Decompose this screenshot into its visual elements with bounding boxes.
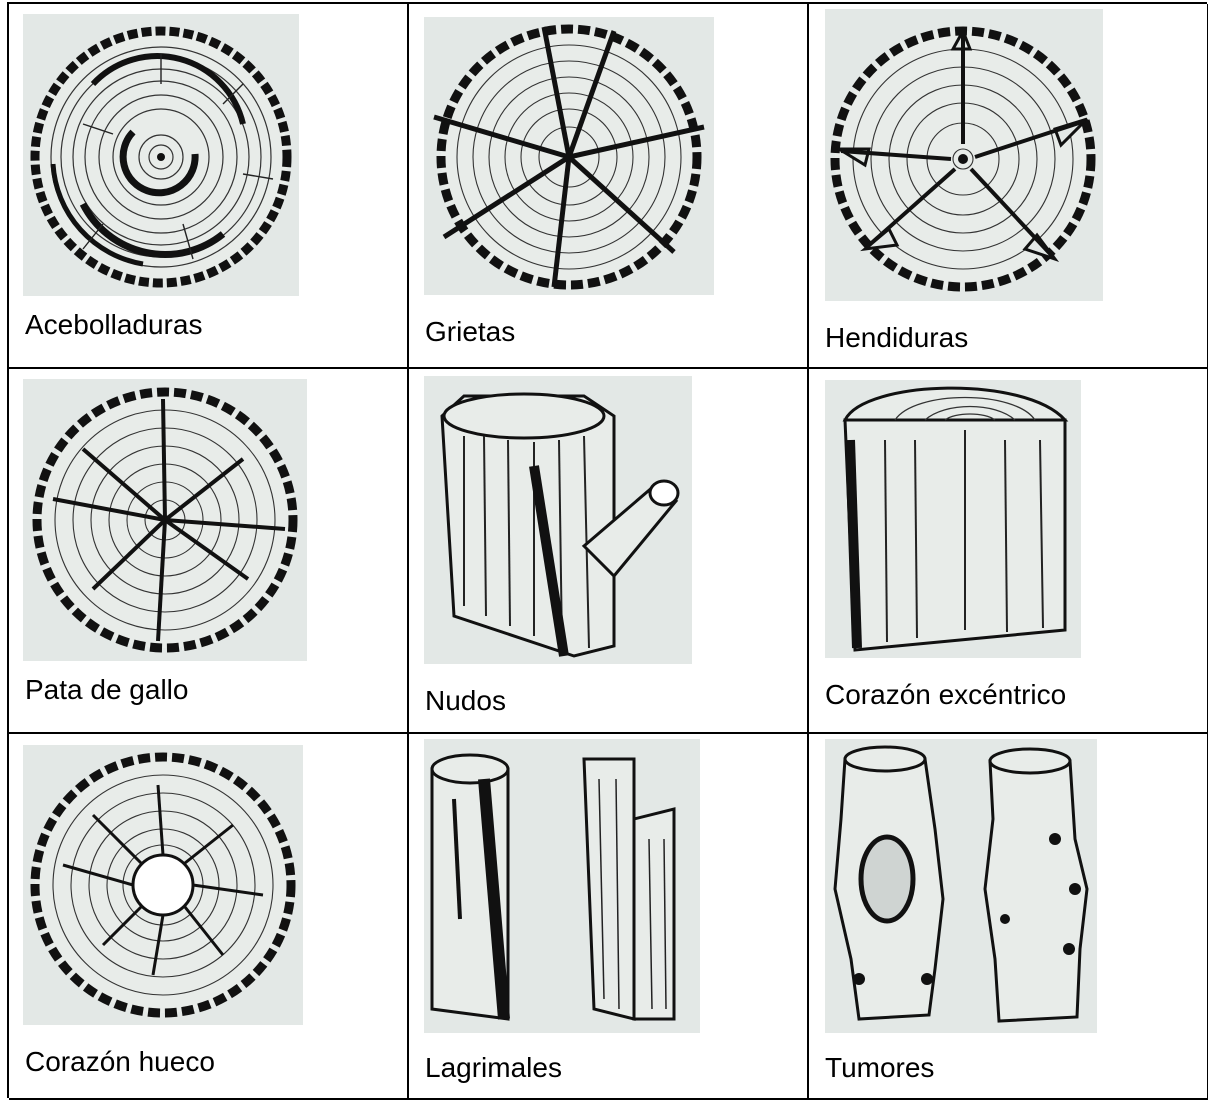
eccentric-heart-drawing bbox=[825, 380, 1081, 658]
table-cell-hendiduras: Hendiduras bbox=[809, 4, 1208, 369]
resin-streaks-drawing bbox=[424, 739, 700, 1033]
knot-drawing bbox=[424, 376, 692, 664]
cell-label: Tumores bbox=[825, 1052, 934, 1084]
cell-label: Nudos bbox=[425, 685, 506, 717]
hollow-heart-drawing bbox=[23, 745, 303, 1025]
cell-label: Lagrimales bbox=[425, 1052, 562, 1084]
burls-drawing bbox=[825, 739, 1097, 1033]
cell-label: Acebolladuras bbox=[25, 309, 202, 341]
cracks-drawing bbox=[424, 17, 714, 295]
cell-label: Corazón hueco bbox=[25, 1046, 215, 1078]
table-cell-corazon-excentrico: Corazón excéntrico bbox=[809, 369, 1208, 734]
figure-nudos bbox=[424, 376, 692, 664]
figure-hendiduras bbox=[825, 9, 1103, 301]
figure-pata-de-gallo bbox=[23, 379, 307, 661]
figure-corazon-excentrico bbox=[825, 380, 1081, 658]
figure-tumores bbox=[825, 739, 1097, 1033]
figure-lagrimales bbox=[424, 739, 700, 1033]
cell-label: Pata de gallo bbox=[25, 674, 188, 706]
splits-drawing bbox=[825, 9, 1103, 301]
cell-label: Corazón excéntrico bbox=[825, 679, 1066, 711]
defects-table: Acebolladuras Grietas bbox=[7, 2, 1207, 1098]
cell-label: Hendiduras bbox=[825, 322, 968, 354]
star-checks-drawing bbox=[23, 379, 307, 661]
table-cell-lagrimales: Lagrimales bbox=[409, 734, 809, 1100]
table-cell-corazon-hueco: Corazón hueco bbox=[9, 734, 409, 1100]
table-cell-nudos: Nudos bbox=[409, 369, 809, 734]
figure-grietas bbox=[424, 17, 714, 295]
table-cell-acebolladuras: Acebolladuras bbox=[9, 4, 409, 369]
ring-shake-drawing bbox=[23, 14, 299, 296]
table-cell-tumores: Tumores bbox=[809, 734, 1208, 1100]
cell-label: Grietas bbox=[425, 316, 515, 348]
table-cell-pata-de-gallo: Pata de gallo bbox=[9, 369, 409, 734]
figure-corazon-hueco bbox=[23, 745, 303, 1025]
table-cell-grietas: Grietas bbox=[409, 4, 809, 369]
figure-acebolladuras bbox=[23, 14, 299, 296]
